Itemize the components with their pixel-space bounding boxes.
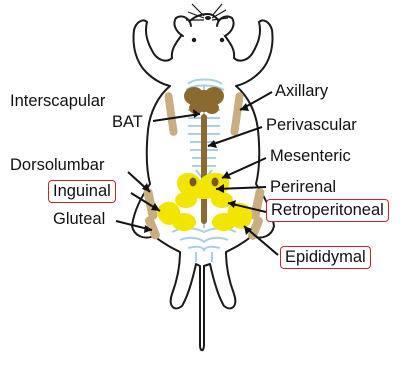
epididymal-fat-left [172, 213, 196, 231]
label-inguinal: Inguinal [48, 180, 116, 203]
label-dorsolumbar: Dorsolumbar [10, 156, 104, 174]
epididymal-fat-center [212, 213, 236, 231]
retroperitoneal-fat-right [211, 192, 233, 208]
interscapular-bat [184, 87, 224, 114]
label-interscapular: Interscapular [10, 92, 105, 110]
right-eye [220, 38, 224, 42]
label-mesenteric: Mesenteric [270, 147, 351, 165]
label-bat: BAT [112, 113, 143, 131]
label-gluteal: Gluteal [53, 210, 105, 228]
left-eye [192, 38, 196, 42]
label-perirenal: Perirenal [270, 178, 336, 196]
label-axillary: Axillary [275, 82, 328, 100]
perivascular-fat [201, 114, 207, 224]
nose [205, 16, 211, 20]
label-retroperitoneal: Retroperitoneal [266, 199, 389, 222]
retroperitoneal-fat-left [175, 192, 197, 208]
label-perivascular: Perivascular [266, 116, 357, 134]
label-epididymal: Epididymal [280, 246, 371, 269]
